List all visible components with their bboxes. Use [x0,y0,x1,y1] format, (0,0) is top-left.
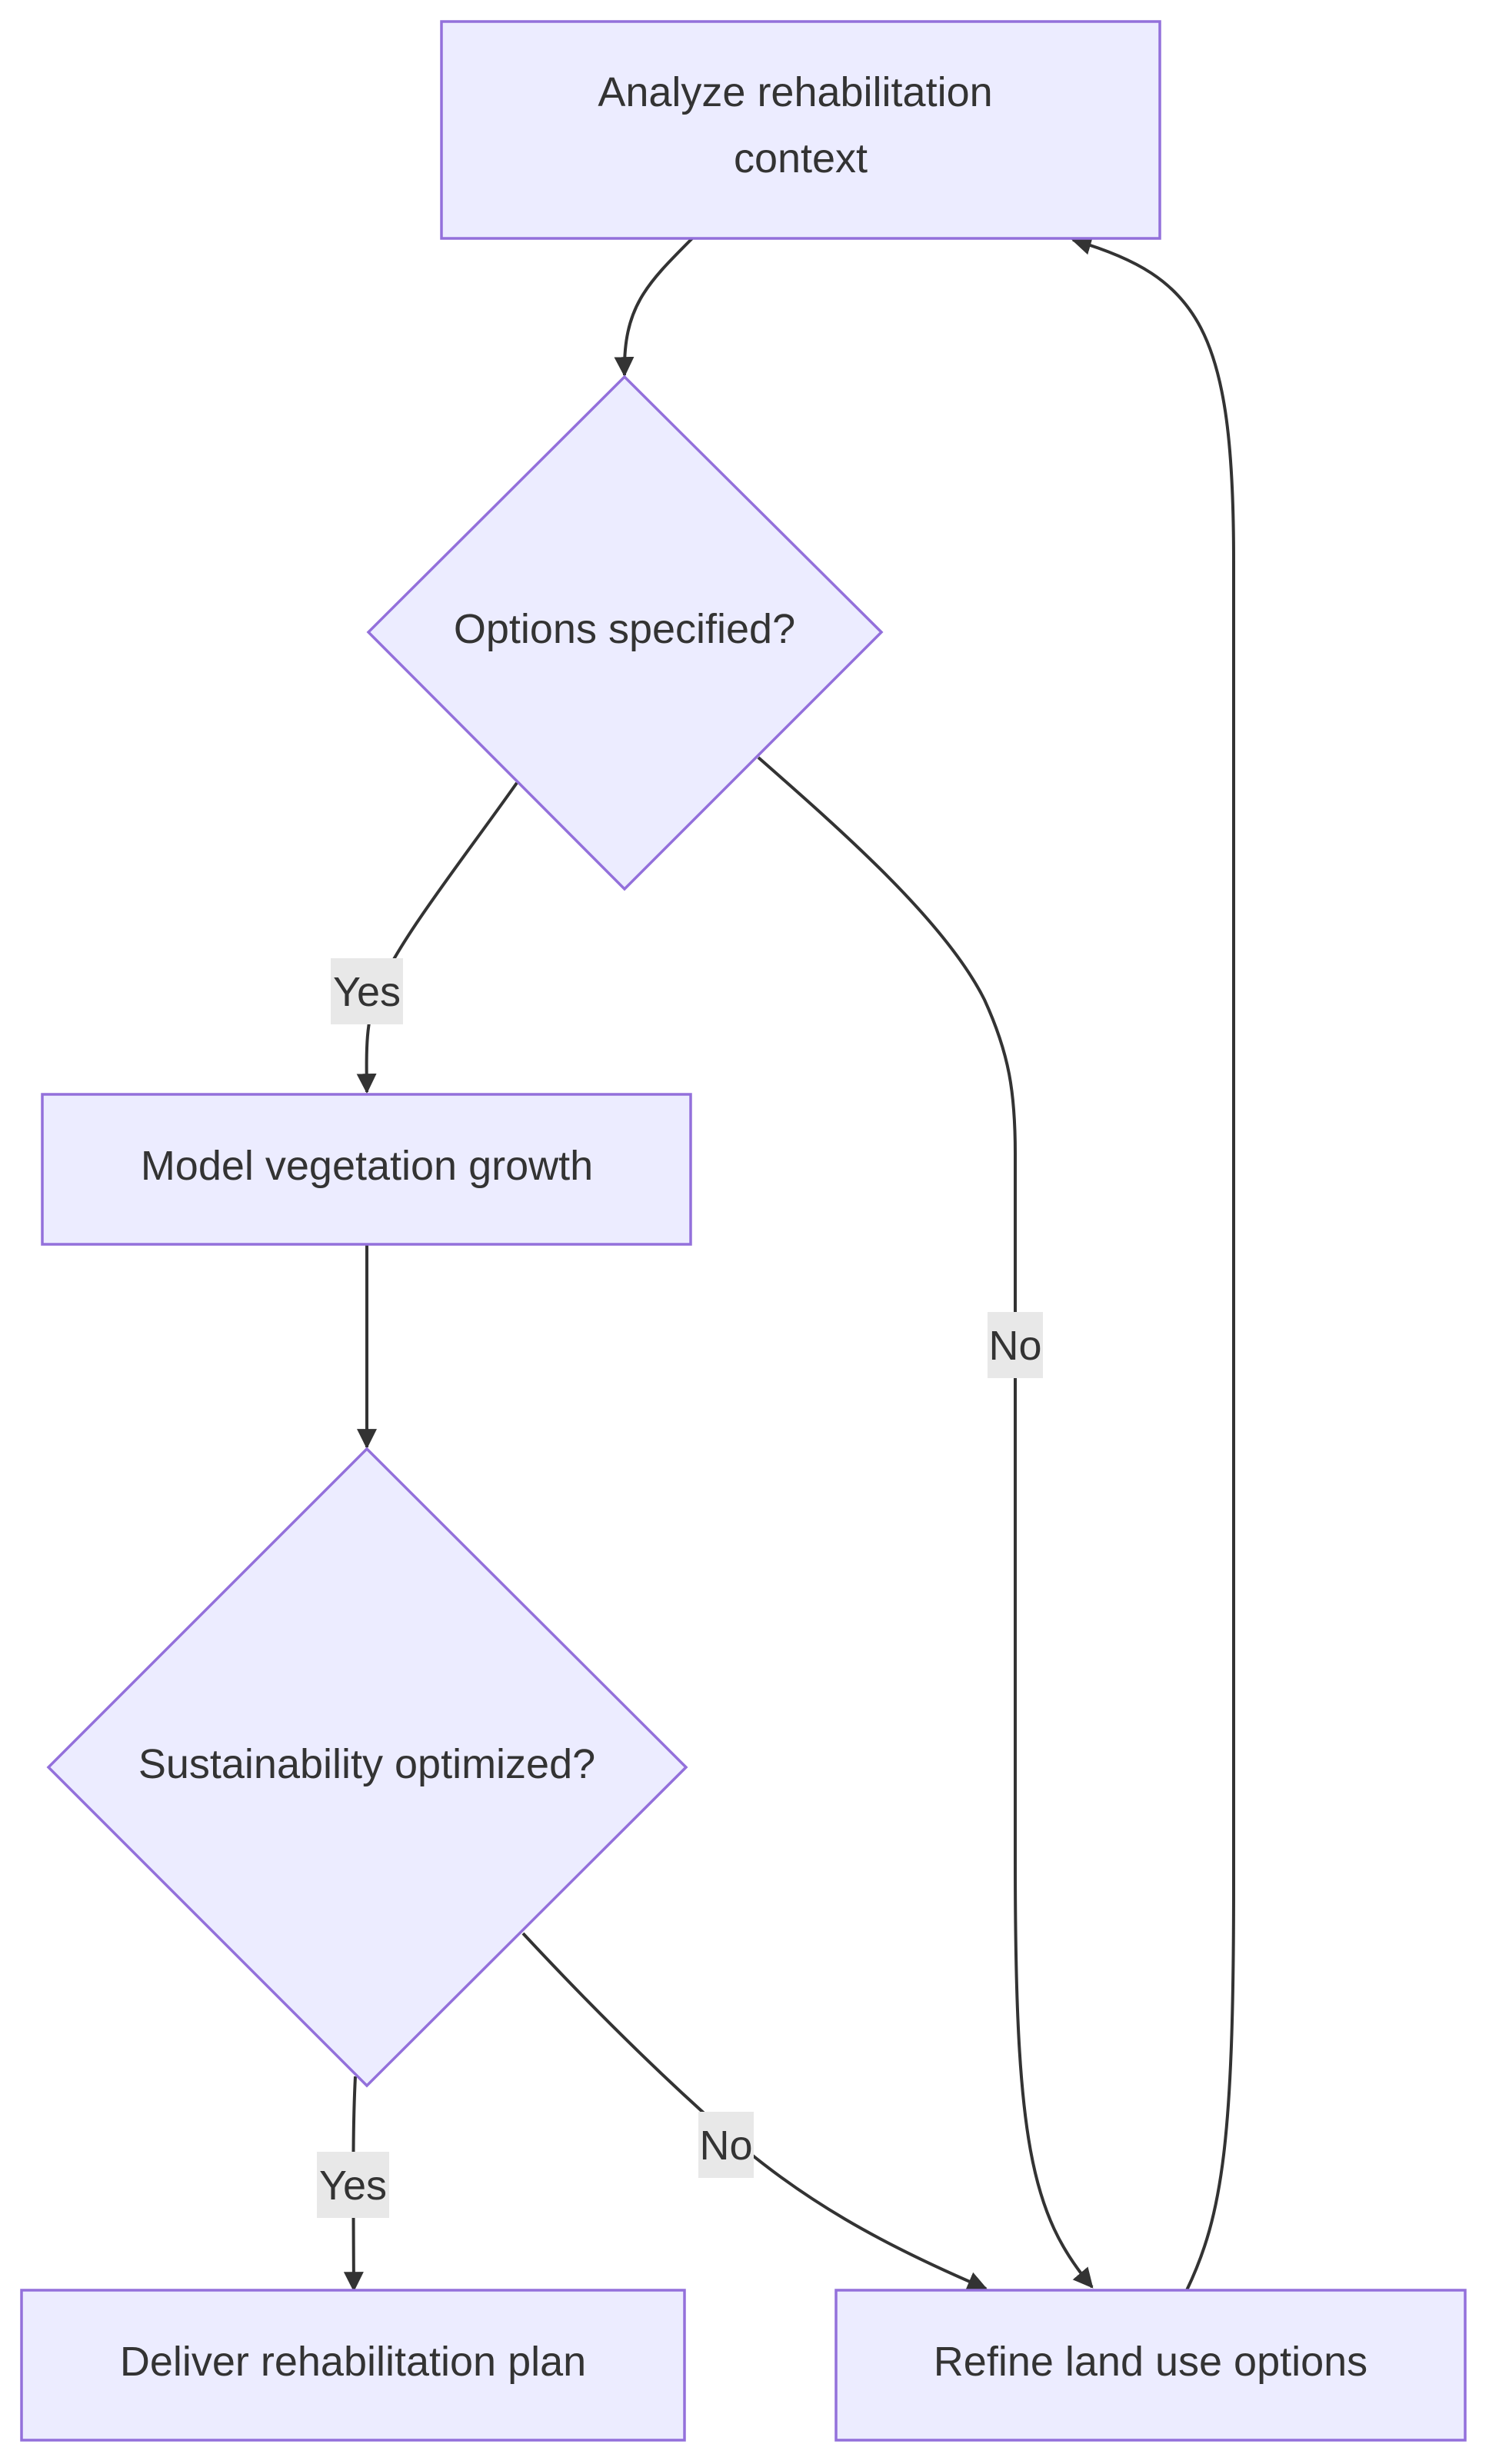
nodes: Analyze rehabilitation context Options s… [20,20,1467,2442]
edge-label-options-no: No [988,1312,1043,1378]
node-model-vegetation: Model vegetation growth [41,1093,692,1246]
node-options-specified-label: Options specified? [454,606,795,652]
edge-label-sustain-yes-text: Yes [319,2163,387,2209]
edge-label-sustain-no-text: No [699,2123,752,2169]
edge-labels: Yes No Yes No [317,958,1043,2218]
edge-label-sustain-yes: Yes [317,2152,389,2218]
node-sustainability-optimized: Sustainability optimized? [46,1447,688,2088]
node-deliver-plan-label: Deliver rehabilitation plan [120,2339,586,2385]
edge-refine-to-analyze [1071,235,1235,2291]
edge-analyze-to-options [614,237,694,378]
node-analyze-context: Analyze rehabilitation context [440,20,1161,240]
edge-options-yes [356,781,518,1094]
edge-label-sustain-no: No [698,2112,754,2178]
node-sustainability-optimized-label: Sustainability optimized? [138,1741,595,1787]
node-deliver-plan: Deliver rehabilitation plan [20,2289,686,2442]
edge-label-options-yes: Yes [331,958,403,1024]
node-analyze-context-label-line2: context [734,135,868,181]
edge-label-options-yes-text: Yes [333,969,401,1015]
node-analyze-context-label-line1: Analyze rehabilitation [598,69,992,115]
edge-sustain-no [521,1932,988,2291]
node-refine-options-label: Refine land use options [934,2339,1367,2385]
node-model-vegetation-label: Model vegetation growth [141,1143,593,1189]
node-refine-options: Refine land use options [834,2289,1467,2442]
node-options-specified: Options specified? [366,375,884,891]
edge-options-no [757,756,1094,2289]
edge-label-options-no-text: No [988,1323,1041,1369]
